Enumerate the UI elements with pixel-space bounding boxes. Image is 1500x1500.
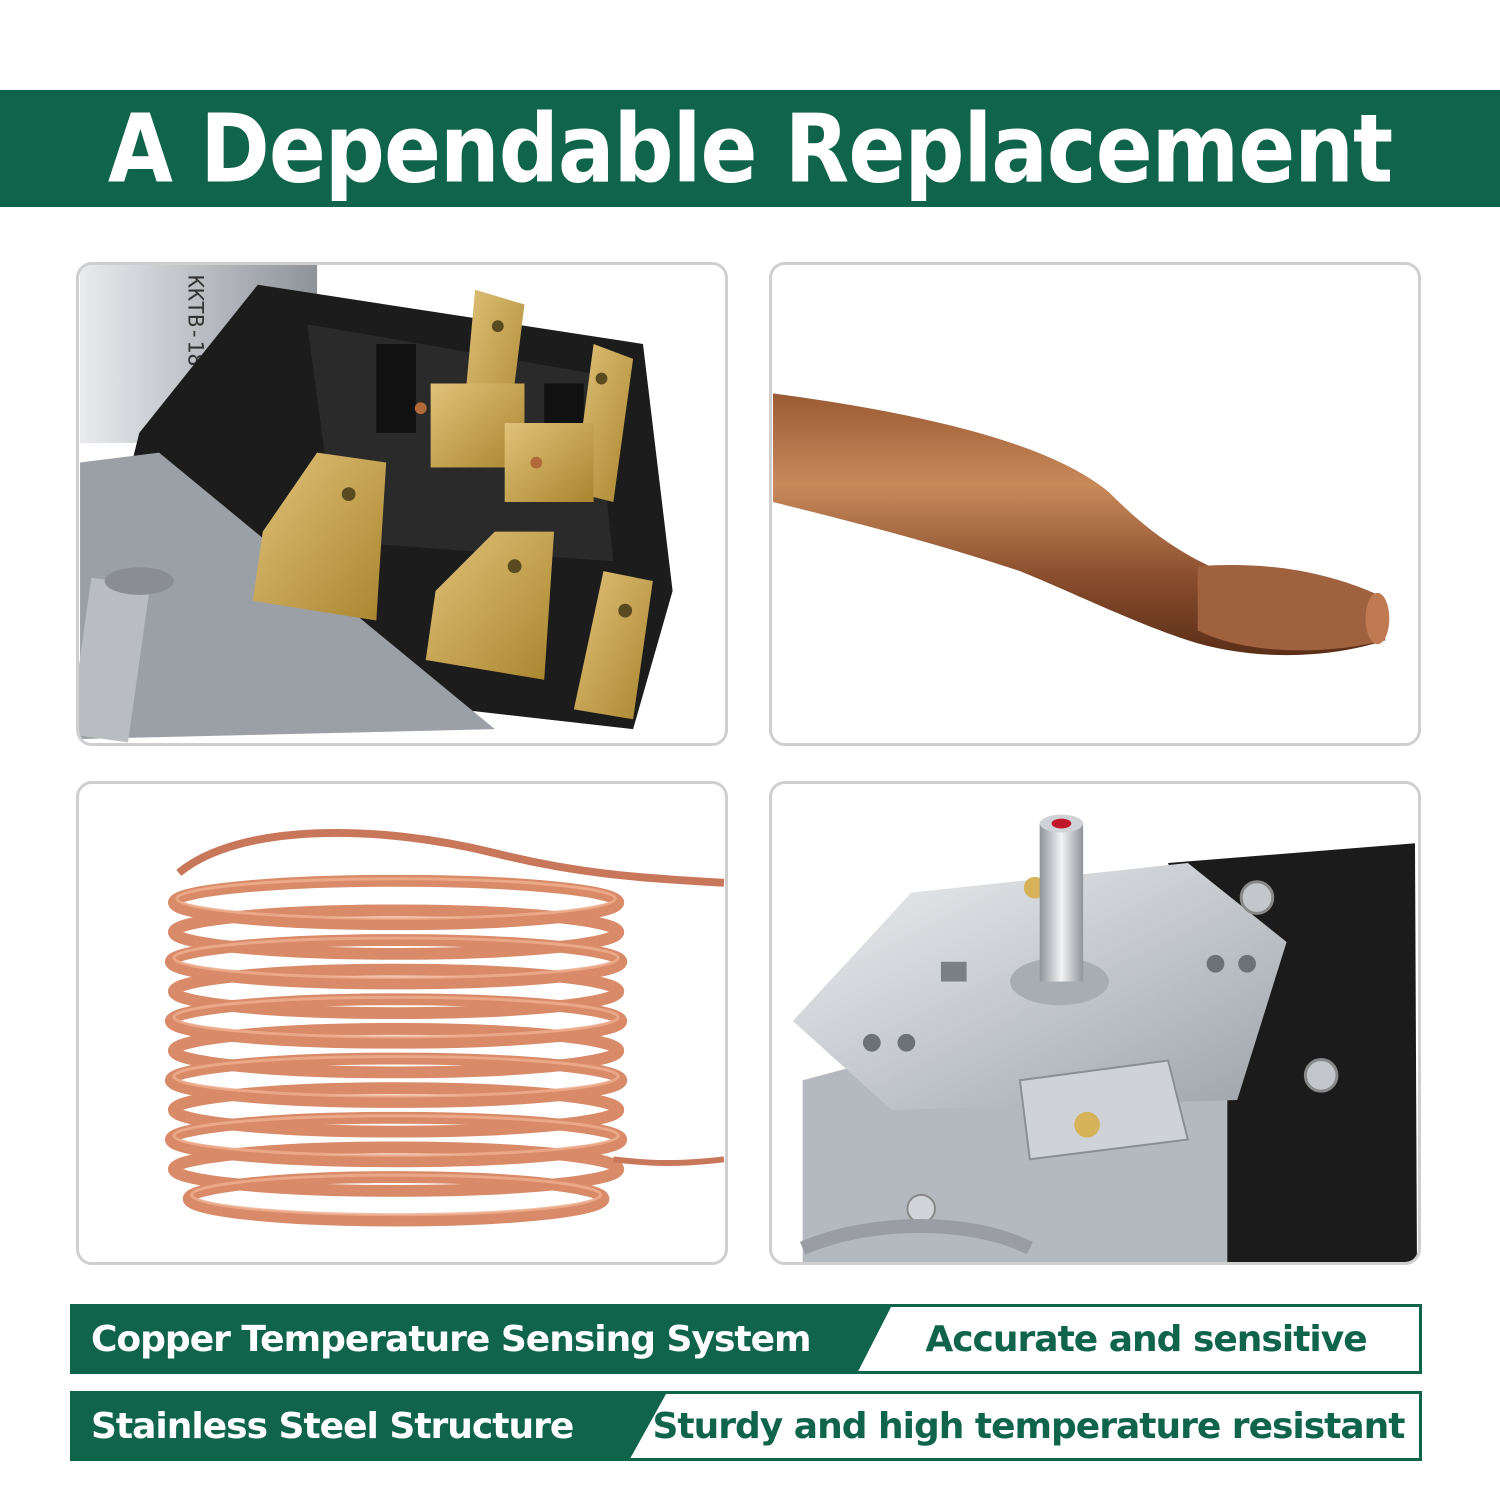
terminals-photo: KKTB-18- [76,262,728,746]
feature-stainless-structure: Stainless Steel Structure Sturdy and hig… [70,1391,1422,1461]
feature-name: Stainless Steel Structure [73,1394,666,1458]
coiled-copper-tube-image [80,784,725,1262]
thermostat-terminals-image: KKTB-18- [79,265,724,743]
page-title: A Dependable Replacement [107,93,1393,204]
feature-benefit: Sturdy and high temperature resistant [652,1405,1405,1447]
feature-name: Copper Temperature Sensing System [73,1307,891,1371]
copper-coil-photo [76,781,728,1265]
title-banner: A Dependable Replacement [0,90,1500,207]
feature-copper-sensing: Copper Temperature Sensing System Accura… [70,1304,1422,1374]
copper-capillary-tip-image [773,265,1417,743]
copper-tip-photo [769,262,1421,746]
bracket-photo [769,781,1421,1265]
shaft-bracket-image [773,784,1417,1262]
feature-benefit: Accurate and sensitive [925,1318,1367,1360]
